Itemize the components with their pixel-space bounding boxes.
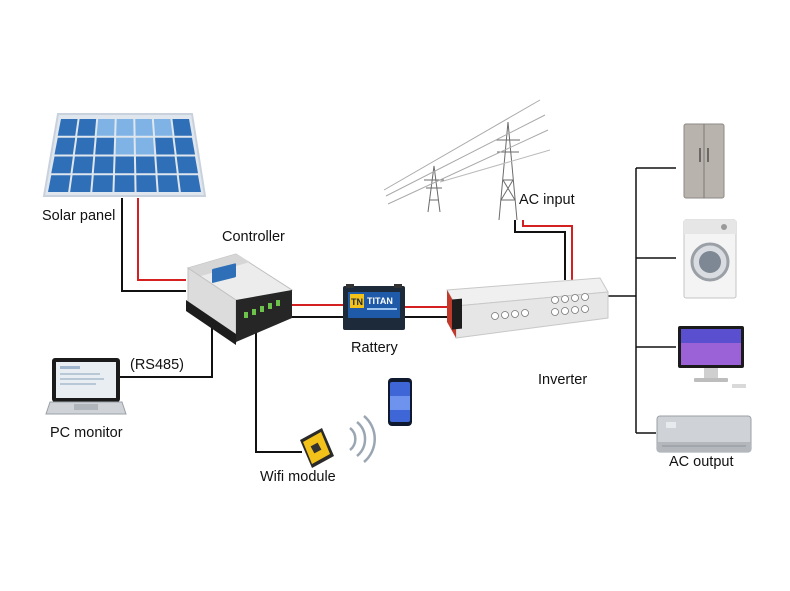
wifi-module-wire	[255, 330, 302, 453]
solar-positive-wire	[137, 198, 186, 281]
solar-cell	[135, 137, 155, 155]
solar-cell	[116, 119, 134, 136]
solar-cell	[92, 175, 113, 192]
air-conditioner-icon	[656, 415, 752, 453]
solar-cell	[48, 175, 71, 192]
smartphone-icon	[388, 378, 412, 426]
solar-panel-icon	[42, 113, 207, 197]
solar-cell	[70, 175, 92, 192]
solar-cell	[174, 137, 195, 155]
solar-cell	[135, 156, 156, 174]
controller-label: Controller	[222, 229, 285, 245]
solar-cell	[96, 119, 115, 136]
solar-cell	[114, 175, 135, 192]
solar-cell	[51, 156, 73, 174]
battery-label: Rattery	[351, 340, 398, 356]
battery-icon: TN TITAN	[343, 284, 405, 330]
laptop-icon	[45, 358, 127, 415]
solar-cell	[172, 119, 192, 136]
washing-machine-icon	[683, 219, 737, 299]
solar-cell	[115, 156, 135, 174]
solar-cell	[57, 119, 78, 136]
rs485-label: (RS485)	[130, 357, 184, 373]
solar-negative-wire	[121, 198, 186, 292]
pc-monitor-label: PC monitor	[50, 425, 123, 441]
solar-cell	[72, 156, 94, 174]
ac-output-label: AC output	[669, 454, 734, 470]
wifi-module-label: Wifi module	[260, 469, 336, 485]
battery-brand: TITAN	[367, 296, 393, 306]
ac-input-label: AC input	[519, 192, 575, 208]
solar-cell	[74, 137, 95, 155]
wifi-signal-icon	[349, 415, 376, 463]
solar-cell	[176, 156, 198, 174]
ac-input-wire-red	[522, 220, 573, 280]
solar-cell	[95, 137, 115, 155]
solar-cell	[157, 175, 179, 192]
battery-logo: TN	[351, 297, 363, 307]
solar-cell	[153, 119, 173, 136]
solar-cell	[136, 175, 157, 192]
inverter-label: Inverter	[538, 372, 588, 388]
solar-cell	[155, 137, 175, 155]
solar-cell	[135, 119, 154, 136]
solar-cell	[93, 156, 114, 174]
controller-icon	[186, 253, 293, 345]
controller-terminals	[244, 300, 280, 318]
solar-cell	[156, 156, 177, 174]
refrigerator-icon	[683, 123, 725, 199]
wifi-module-icon	[300, 428, 334, 468]
solar-cell	[178, 175, 201, 192]
solar-cell	[77, 119, 97, 136]
power-tower-icon	[383, 99, 551, 221]
inverter-icon	[446, 277, 609, 339]
inverter-vents	[491, 293, 589, 320]
solar-panel-label: Solar panel	[42, 208, 116, 224]
solar-cell	[54, 137, 76, 155]
computer-monitor-icon	[678, 326, 746, 388]
ac-input-wire-black	[514, 220, 566, 280]
solar-cell	[115, 137, 134, 155]
solar-cells	[48, 119, 201, 192]
